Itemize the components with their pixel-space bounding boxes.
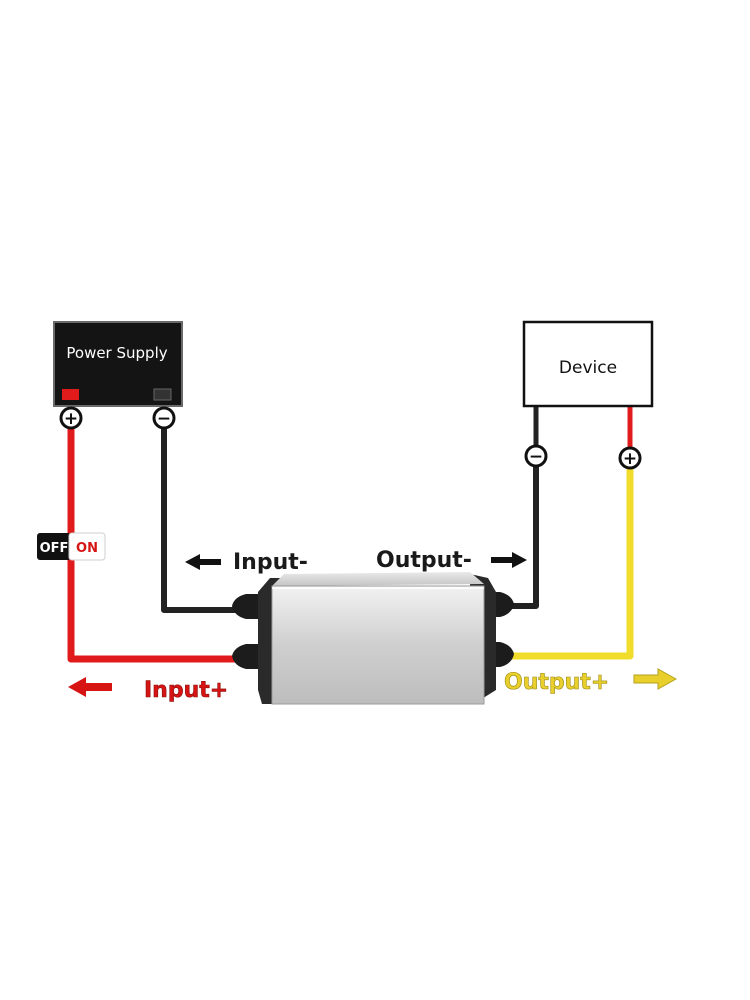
- device: Device: [522, 320, 654, 408]
- output-positive-wire: [490, 462, 634, 660]
- device-label: Device: [559, 358, 617, 378]
- on-off-switch: OFF ON: [37, 532, 106, 561]
- input-plus-label: Input+: [144, 678, 228, 703]
- power-supply-positive-jack: [62, 389, 79, 400]
- input-positive-wire: [67, 418, 265, 663]
- power-supply-negative-jack: [153, 388, 172, 401]
- device-plus-terminal: +: [618, 446, 642, 470]
- input-negative-wire: [161, 418, 240, 613]
- svg-text:+: +: [64, 409, 78, 429]
- device-minus-terminal: −: [524, 444, 548, 468]
- switch-on-label: ON: [76, 541, 98, 556]
- input-minus-label: Input-: [233, 550, 308, 575]
- input-plus-arrow: [68, 677, 112, 697]
- power-supply: Power Supply: [53, 321, 183, 407]
- input-minus-arrow: [185, 554, 221, 570]
- switch-off-label: OFF: [40, 541, 69, 556]
- power-supply-label: Power Supply: [66, 344, 167, 362]
- output-minus-arrow: [491, 552, 527, 568]
- output-plus-label: Output+: [504, 670, 609, 695]
- power-supply-minus-terminal: −: [152, 406, 176, 430]
- svg-text:−: −: [157, 409, 171, 429]
- output-plus-arrow: [633, 668, 678, 690]
- output-negative-wire: [490, 458, 539, 609]
- output-minus-label: Output-: [376, 548, 472, 573]
- dc-dc-converter: [232, 572, 514, 705]
- power-supply-plus-terminal: +: [59, 406, 83, 430]
- svg-text:+: +: [623, 449, 637, 469]
- svg-text:−: −: [529, 447, 543, 467]
